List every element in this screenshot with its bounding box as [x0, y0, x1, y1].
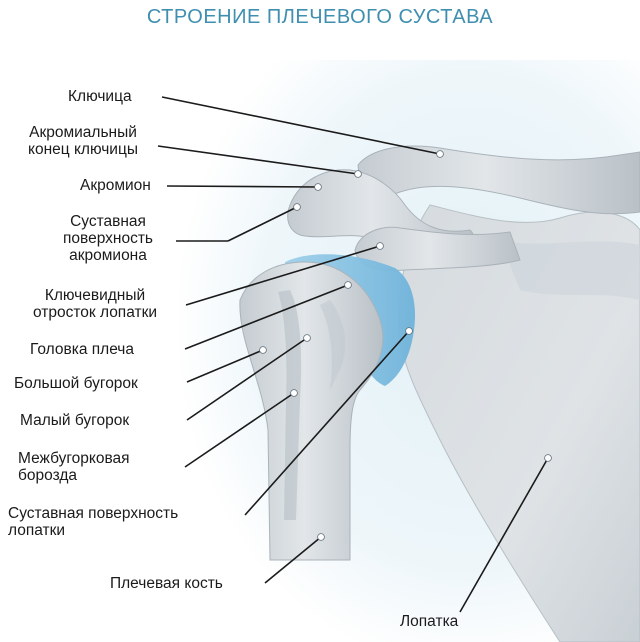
label-coracoid: Ключевидный отросток лопатки	[8, 287, 182, 321]
leader-groove	[184, 392, 295, 468]
dot-acromion-surface	[293, 203, 301, 211]
label-clavicle: Ключица	[68, 88, 132, 105]
label-acromial-end-line2: конец ключицы	[28, 141, 138, 158]
dot-lesser-tubercle	[303, 334, 311, 342]
humerus-edge-shade	[320, 300, 346, 390]
humerus-groove-shade	[278, 290, 302, 520]
label-coracoid-line2: отросток лопатки	[32, 304, 158, 321]
label-coracoid-line1: Ключевидный	[44, 287, 146, 304]
label-groove: Межбугорковая борозда	[18, 450, 130, 484]
label-acromion-surface-line3: акромиона	[69, 247, 147, 264]
label-acromion-surface-line1: Суставная	[70, 213, 146, 230]
leader-lesser-tubercle	[186, 337, 308, 421]
label-scapula-surface: Суставная поверхность лопатки	[8, 505, 178, 539]
label-groove-line1: Межбугорковая	[18, 450, 130, 467]
label-scapula: Лопатка	[400, 613, 459, 630]
leader-greater-tubercle	[186, 349, 264, 383]
dot-coracoid	[376, 242, 384, 250]
dot-humeral-head	[344, 281, 352, 289]
dot-scapula-surface	[405, 327, 413, 335]
leader-humerus	[264, 536, 322, 584]
dot-acromion	[314, 183, 322, 191]
leader-acromion	[166, 185, 319, 188]
label-humerus: Плечевая кость	[110, 575, 223, 592]
label-scapula-surface-line2: лопатки	[8, 522, 66, 539]
dot-acromial-end	[354, 170, 362, 178]
leader-acromial-end	[157, 145, 359, 175]
dot-greater-tubercle	[259, 346, 267, 354]
label-groove-line2: борозда	[18, 467, 77, 484]
dot-clavicle	[436, 150, 444, 158]
label-acromion-surface-line2: поверхность	[63, 230, 153, 247]
leader-humeral-head	[184, 284, 349, 350]
humerus-shape	[239, 261, 384, 561]
leader-acromion-surface-2	[227, 206, 298, 242]
clavicle-shape	[357, 145, 640, 215]
label-lesser-tubercle: Малый бугорок	[20, 412, 130, 429]
leader-scapula	[459, 457, 549, 613]
scapula-spine	[500, 240, 640, 300]
leader-scapula-surface	[244, 330, 410, 516]
label-humeral-head: Головка плеча	[30, 341, 134, 358]
label-acromion: Акромион	[80, 177, 151, 194]
leader-lines	[157, 96, 549, 613]
leader-coracoid	[185, 245, 381, 306]
leader-clavicle	[161, 96, 441, 155]
dot-groove	[290, 389, 298, 397]
leader-end-dots	[259, 150, 552, 541]
label-acromion-surface: Суставная поверхность акромиона	[40, 213, 176, 264]
dot-scapula	[544, 454, 552, 462]
label-scapula-surface-line1: Суставная поверхность	[8, 505, 179, 522]
page-title: СТРОЕНИЕ ПЛЕЧЕВОГО СУСТАВА	[146, 6, 494, 28]
dot-humerus	[317, 533, 325, 541]
label-acromial-end: Акромиальный конец ключицы	[8, 124, 158, 158]
label-acromial-end-line1: Акромиальный	[29, 124, 137, 141]
label-greater-tubercle: Большой бугорок	[14, 375, 138, 392]
